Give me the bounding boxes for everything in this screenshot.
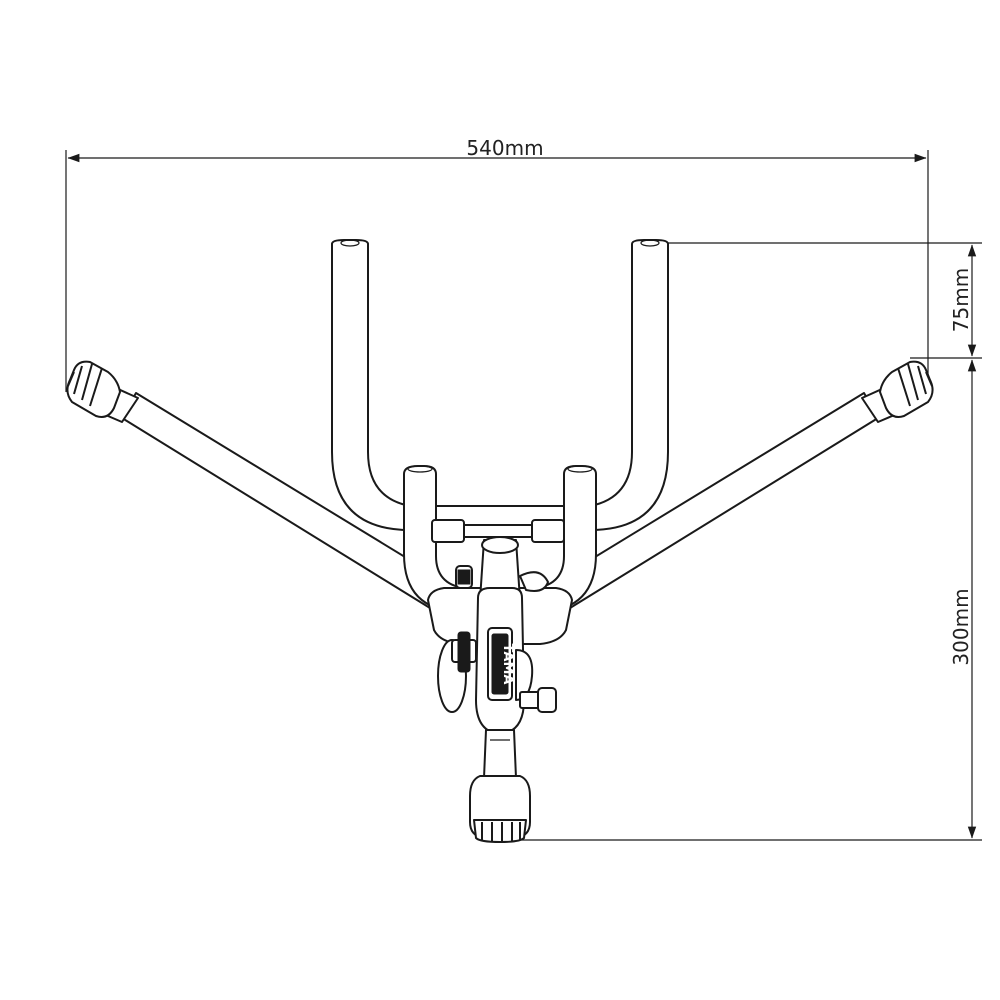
brand-badge: TAMA — [500, 644, 515, 685]
dimension-arm-height: 75mm — [652, 242, 982, 359]
dimension-width: 540mm — [65, 136, 929, 392]
width-label: 540mm — [466, 136, 543, 160]
tilter-hub: TAMA — [427, 536, 573, 735]
right-leg — [553, 360, 934, 609]
left-leg — [66, 360, 447, 609]
snare-stand: TAMA — [66, 239, 934, 843]
total-height-label: 300mm — [949, 588, 973, 665]
dimension-total-height: 300mm — [516, 359, 982, 841]
outer-basket-arms — [331, 239, 669, 531]
arm-height-label: 75mm — [949, 268, 973, 332]
center-stem — [469, 729, 531, 843]
